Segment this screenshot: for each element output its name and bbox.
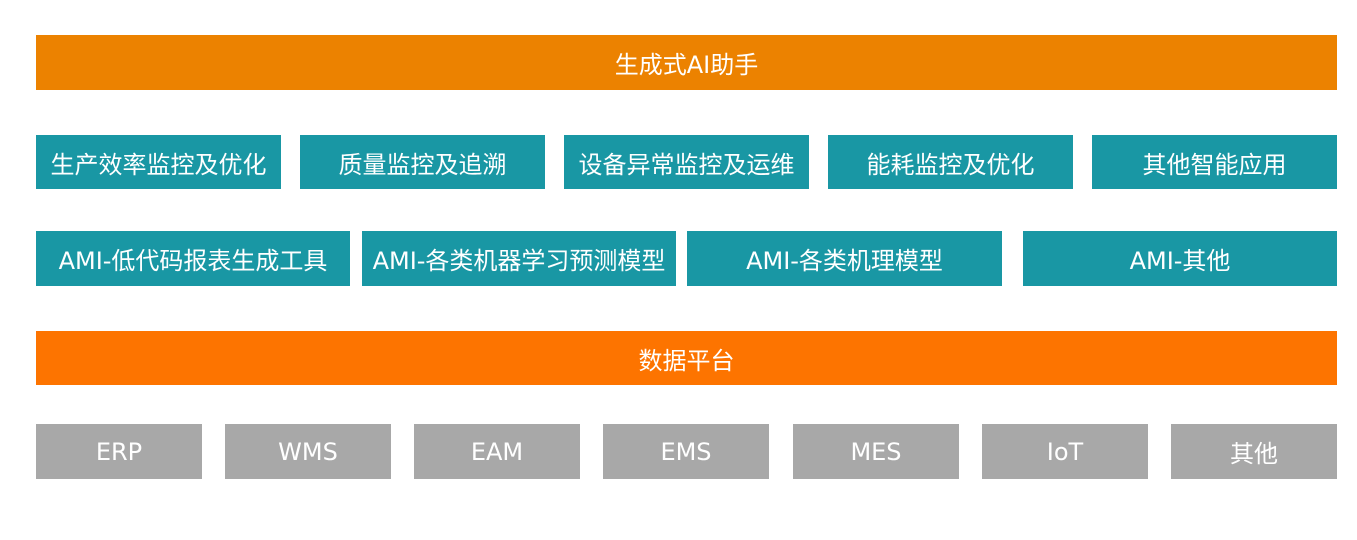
source-block-other: 其他 — [1171, 424, 1337, 479]
app-block-equipment-anomaly: 设备异常监控及运维 — [564, 135, 809, 189]
app-block-label: 其他智能应用 — [1142, 150, 1287, 179]
app-block-label: 生产效率监控及优化 — [50, 150, 267, 179]
app-block-other-smart-apps: 其他智能应用 — [1092, 135, 1337, 189]
source-block-erp: ERP — [36, 424, 202, 479]
data-platform-bar: 数据平台 — [36, 331, 1337, 385]
ami-block-label: AMI-各类机器学习预测模型 — [372, 247, 666, 275]
source-block-ems: EMS — [603, 424, 769, 479]
ami-block-mechanism-models: AMI-各类机理模型 — [687, 231, 1002, 286]
ami-block-low-code-reports: AMI-低代码报表生成工具 — [36, 231, 350, 286]
app-block-quality-tracing: 质量监控及追溯 — [300, 135, 545, 189]
source-block-label: ERP — [95, 437, 143, 466]
source-block-iot: IoT — [982, 424, 1148, 479]
ai-assistant-label: 生成式AI助手 — [614, 51, 759, 79]
app-block-label: 质量监控及追溯 — [338, 150, 507, 179]
source-block-label: IoT — [1046, 437, 1084, 466]
source-block-label: EAM — [470, 437, 524, 466]
app-block-label: 设备异常监控及运维 — [578, 150, 795, 179]
source-block-eam: EAM — [414, 424, 580, 479]
source-block-label: MES — [850, 437, 902, 466]
source-block-wms: WMS — [225, 424, 391, 479]
ami-block-label: AMI-其他 — [1129, 247, 1231, 275]
source-block-mes: MES — [793, 424, 959, 479]
source-block-label: WMS — [278, 437, 338, 466]
app-block-production-efficiency: 生产效率监控及优化 — [36, 135, 281, 189]
source-block-label: 其他 — [1230, 440, 1278, 468]
data-platform-label: 数据平台 — [638, 346, 735, 375]
ami-block-ml-models: AMI-各类机器学习预测模型 — [362, 231, 676, 286]
source-block-label: EMS — [660, 437, 712, 466]
app-block-energy-optimization: 能耗监控及优化 — [828, 135, 1073, 189]
ami-block-label: AMI-低代码报表生成工具 — [58, 247, 328, 275]
ami-block-label: AMI-各类机理模型 — [746, 247, 943, 275]
ami-block-other: AMI-其他 — [1023, 231, 1337, 286]
app-block-label: 能耗监控及优化 — [866, 150, 1035, 179]
ai-assistant-bar: 生成式AI助手 — [36, 35, 1337, 90]
